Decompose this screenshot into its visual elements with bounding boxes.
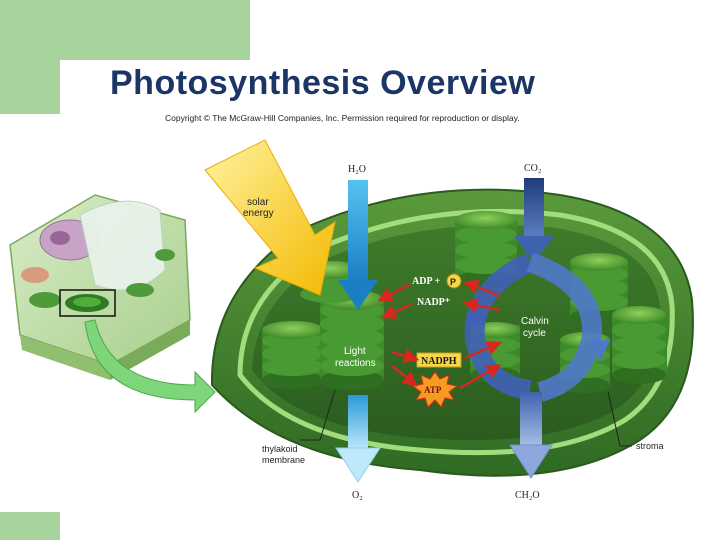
solar-label-2: energy	[243, 208, 274, 219]
o2-label: O₂	[352, 490, 363, 501]
phosphate-label: P	[450, 277, 456, 287]
granum-stack	[612, 306, 667, 384]
stroma-label: stroma	[636, 441, 664, 451]
thylakoid-label-2: membrane	[262, 455, 305, 465]
light-reactions-label-2: reactions	[335, 358, 376, 369]
calvin-label-1: Calvin	[521, 316, 549, 327]
adp-label: ADP +	[412, 276, 441, 287]
granum-stack	[262, 321, 324, 389]
atp-label: ATP	[424, 385, 442, 395]
nadph-label: NADPH	[421, 356, 457, 367]
ch2o-label: CH₂O	[515, 490, 540, 501]
h2o-label: H₂O	[348, 164, 366, 175]
calvin-label-2: cycle	[523, 328, 546, 339]
nadp-label: NADP⁺	[417, 297, 450, 308]
thylakoid-label-1: thylakoid	[262, 444, 298, 454]
light-reactions-label-1: Light	[344, 346, 366, 357]
solar-label-1: solar	[247, 197, 269, 208]
co2-label: CO₂	[524, 163, 541, 174]
granum-stack	[320, 290, 384, 390]
